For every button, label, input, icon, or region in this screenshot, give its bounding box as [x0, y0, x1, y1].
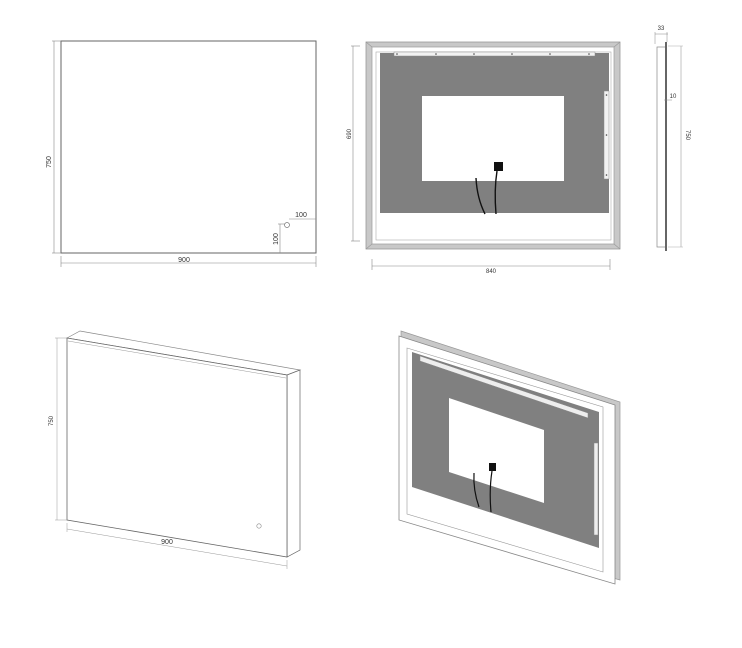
front-height-label: 750: [46, 156, 53, 168]
power-cable: [475, 177, 486, 215]
mirror-front-outline: [60, 40, 317, 254]
led-strip-iso-side: [593, 442, 599, 536]
front-iso-width-label: 900: [161, 539, 173, 546]
led-strip-iso-top: [419, 355, 589, 419]
front-iso-height-label: 750: [49, 415, 55, 426]
back-height-label: 690: [347, 128, 353, 139]
led-strip-top: [393, 51, 596, 57]
switch-offset-y-label: 100: [273, 233, 280, 245]
mirror-glass-edge: [665, 42, 667, 251]
touch-switch-iso-icon: [256, 523, 262, 529]
back-iso-view: [398, 330, 621, 585]
mirror-front-iso: [66, 337, 288, 558]
switch-offset-x-label: 100: [295, 212, 307, 219]
back-width-label: 840: [486, 269, 497, 275]
touch-switch-icon: [284, 222, 290, 228]
power-cable-2: [494, 170, 498, 215]
driver-box-iso-icon: [489, 463, 496, 471]
back-iso-label-area: [449, 398, 544, 503]
side-offset-label: 10: [670, 94, 677, 100]
back-view: 690 840: [347, 41, 621, 275]
front-iso-view: 750 900: [49, 330, 302, 569]
front-view: 750 900 100 100: [46, 40, 317, 267]
driver-box-icon: [494, 162, 503, 171]
side-depth-label: 33: [658, 26, 665, 32]
side-view: 33 10 750: [654, 26, 690, 251]
side-height-label: 750: [684, 130, 690, 141]
front-width-label: 900: [178, 257, 190, 264]
back-label-area: [422, 96, 564, 181]
